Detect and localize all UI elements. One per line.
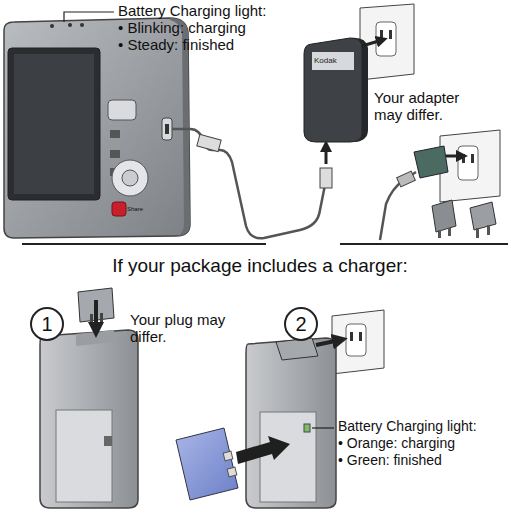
callout-text: • Green: finished bbox=[338, 453, 442, 469]
step-number: 2 bbox=[284, 307, 318, 341]
callout-text: • Orange: charging bbox=[338, 436, 455, 452]
leader-line bbox=[64, 12, 114, 22]
leader-line bbox=[312, 427, 334, 428]
callout-text: • Steady: finished bbox=[118, 37, 234, 54]
battery-charger bbox=[40, 330, 138, 508]
separator bbox=[340, 243, 508, 245]
callout-text: Your adapter may differ. bbox=[374, 90, 486, 124]
step-number: 1 bbox=[30, 307, 64, 341]
step-number-text: 2 bbox=[295, 314, 306, 334]
callout-text: Kodak bbox=[314, 56, 337, 65]
battery bbox=[176, 428, 290, 500]
plug-insert bbox=[78, 288, 114, 330]
callout-text: Battery Charging light: bbox=[338, 419, 477, 435]
power-adapter bbox=[380, 146, 462, 240]
wall-outlet bbox=[440, 130, 500, 202]
usb-cable bbox=[172, 129, 326, 238]
callout-text: Your plug may differ. bbox=[130, 312, 226, 346]
battery-charger bbox=[246, 338, 340, 508]
section-heading: If your package includes a charger: bbox=[2, 255, 516, 276]
power-adapter bbox=[304, 38, 382, 142]
callout-text: Battery Charging light: bbox=[118, 3, 266, 20]
insert-arrow bbox=[325, 146, 328, 164]
step-number-text: 1 bbox=[41, 314, 52, 334]
wall-outlet bbox=[360, 4, 414, 80]
plug-adapters bbox=[432, 200, 496, 238]
separator bbox=[22, 243, 266, 245]
callout-text: Share bbox=[127, 206, 143, 213]
callout-text: • Blinking: charging bbox=[118, 20, 246, 37]
